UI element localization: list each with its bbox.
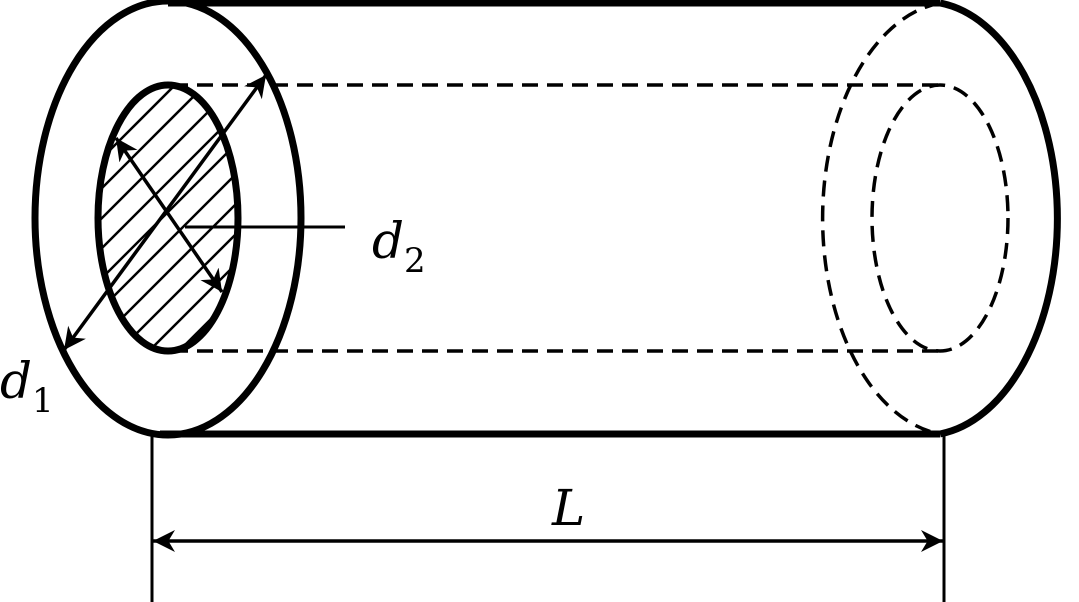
d1-label: d1 (0, 352, 54, 421)
front-inner-ellipse (94, 81, 242, 355)
d2-label: d2 (372, 212, 426, 281)
length-label: L (551, 479, 585, 537)
front-outer-ellipse (31, 0, 305, 439)
back-inner-hidden-ellipse (870, 83, 1010, 353)
d2-dimension-arrow (114, 137, 224, 293)
back-outer-hidden-arc (820, 1, 941, 436)
back-outer-visible-arc (939, 0, 1061, 438)
